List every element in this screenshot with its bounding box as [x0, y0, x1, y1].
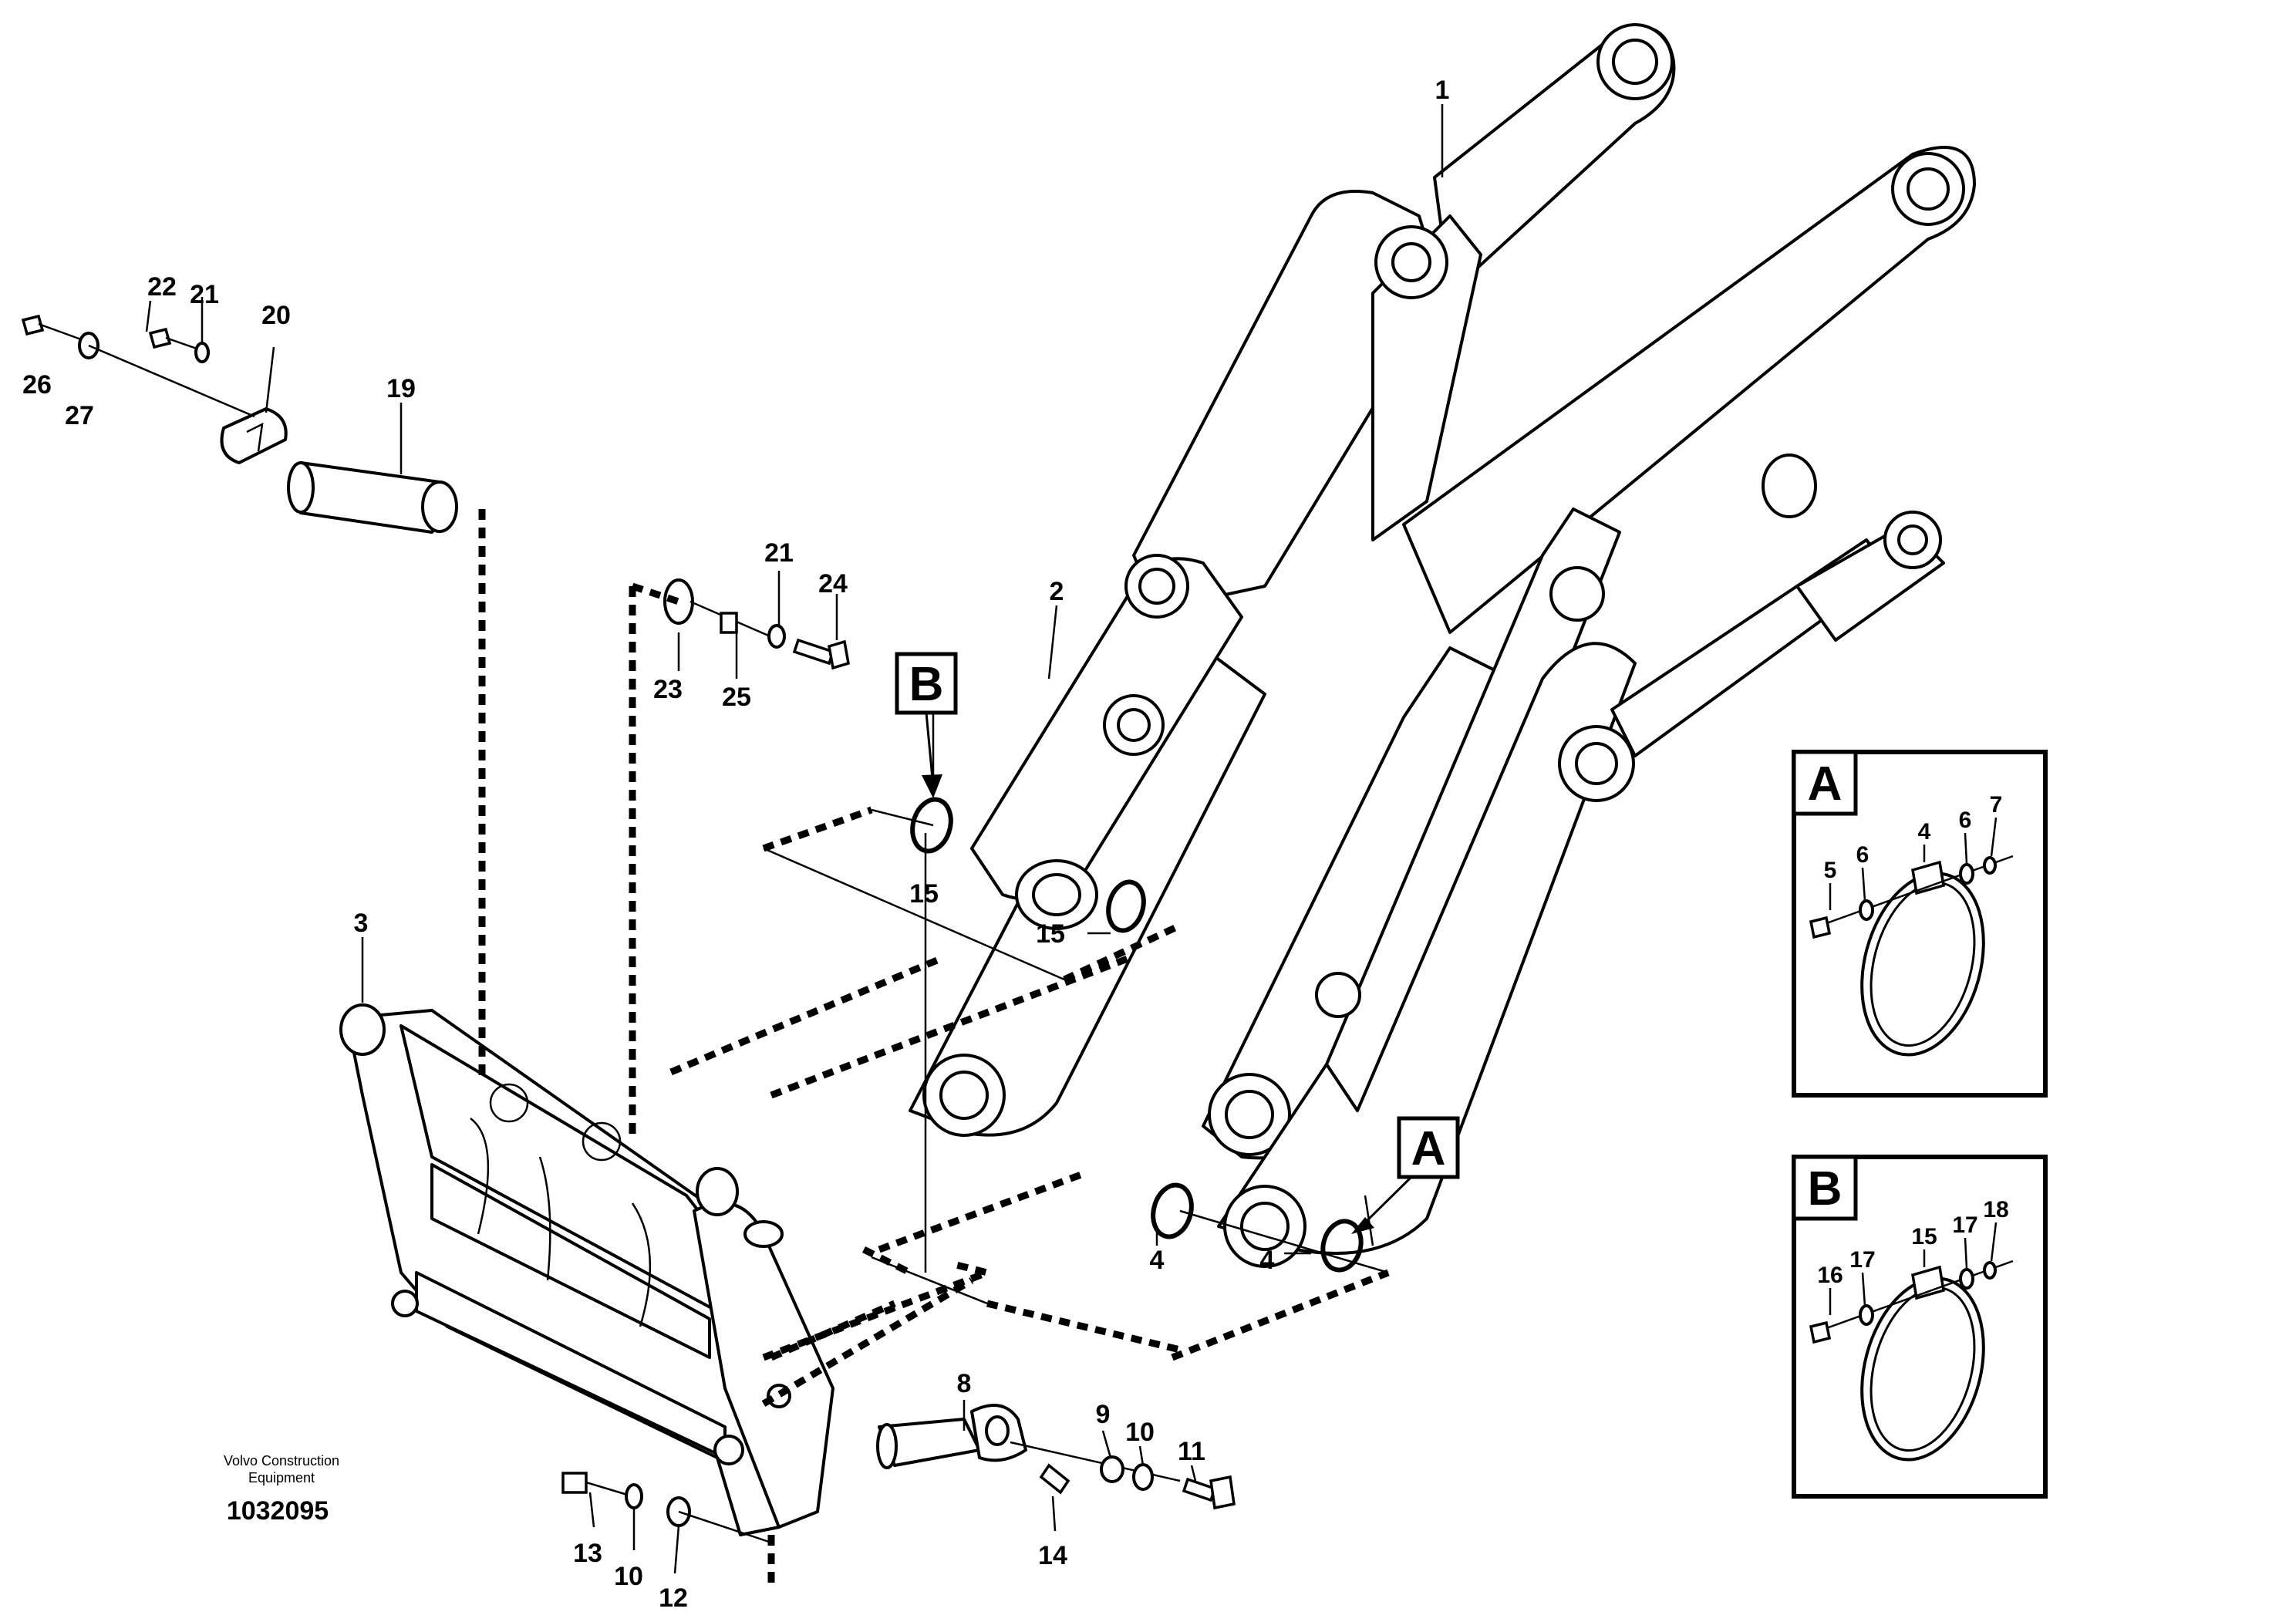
- svg-text:11: 11: [1178, 1437, 1205, 1466]
- svg-text:15: 15: [909, 879, 939, 909]
- svg-text:20: 20: [261, 301, 291, 330]
- svg-text:4: 4: [1260, 1246, 1275, 1275]
- svg-text:19: 19: [386, 374, 416, 403]
- svg-text:4: 4: [1150, 1246, 1165, 1275]
- marker-a: A: [1351, 1116, 1460, 1234]
- svg-text:Equipment: Equipment: [248, 1470, 315, 1485]
- svg-text:5: 5: [1824, 858, 1837, 883]
- svg-text:6: 6: [1856, 842, 1870, 868]
- callout-labels: 1 2 3 4 4 8 9 10 11 10 12 13 14 15 15 19…: [22, 76, 1449, 1613]
- svg-text:15: 15: [1911, 1224, 1937, 1249]
- svg-text:2: 2: [1050, 577, 1064, 606]
- svg-text:7: 7: [1990, 792, 2003, 818]
- svg-text:23: 23: [653, 675, 683, 704]
- svg-text:8: 8: [957, 1369, 972, 1398]
- svg-text:18: 18: [1983, 1197, 2008, 1222]
- svg-text:22: 22: [147, 272, 177, 302]
- detail-box-b: B 16 17 15 17 18: [1792, 1155, 2048, 1499]
- svg-text:27: 27: [65, 401, 94, 430]
- svg-text:4: 4: [1918, 819, 1931, 845]
- svg-text:A: A: [1808, 757, 1843, 811]
- svg-text:15: 15: [1036, 919, 1065, 949]
- marker-b: B: [895, 652, 958, 798]
- svg-text:17: 17: [1849, 1247, 1875, 1273]
- svg-text:17: 17: [1952, 1212, 1977, 1238]
- diagram-number: 1032095: [227, 1496, 329, 1526]
- svg-text:21: 21: [190, 280, 219, 309]
- svg-text:10: 10: [614, 1562, 643, 1591]
- svg-text:Volvo Construction: Volvo Construction: [224, 1453, 339, 1469]
- assembly-guides: [478, 509, 1390, 1589]
- svg-text:B: B: [1808, 1162, 1843, 1216]
- svg-text:26: 26: [22, 370, 52, 400]
- svg-text:24: 24: [818, 569, 848, 599]
- svg-text:1: 1: [1435, 76, 1450, 105]
- svg-text:13: 13: [573, 1539, 602, 1568]
- svg-text:A: A: [1411, 1122, 1446, 1175]
- credit-block: Volvo Construction Equipment 1032095: [224, 1453, 339, 1526]
- svg-text:21: 21: [764, 538, 794, 568]
- svg-text:25: 25: [722, 683, 751, 712]
- lift-arm: [909, 23, 1976, 1268]
- coupler-frame: [339, 1003, 834, 1536]
- svg-text:3: 3: [354, 909, 369, 938]
- svg-text:10: 10: [1125, 1418, 1155, 1447]
- svg-text:14: 14: [1038, 1541, 1067, 1570]
- svg-text:B: B: [909, 658, 944, 711]
- svg-text:12: 12: [659, 1583, 688, 1613]
- leader-lines: [145, 104, 1444, 1574]
- svg-text:16: 16: [1817, 1263, 1843, 1288]
- detail-box-a: A 5 6 4 6 7: [1792, 750, 2048, 1098]
- svg-text:6: 6: [1959, 808, 1972, 833]
- svg-text:9: 9: [1096, 1400, 1111, 1429]
